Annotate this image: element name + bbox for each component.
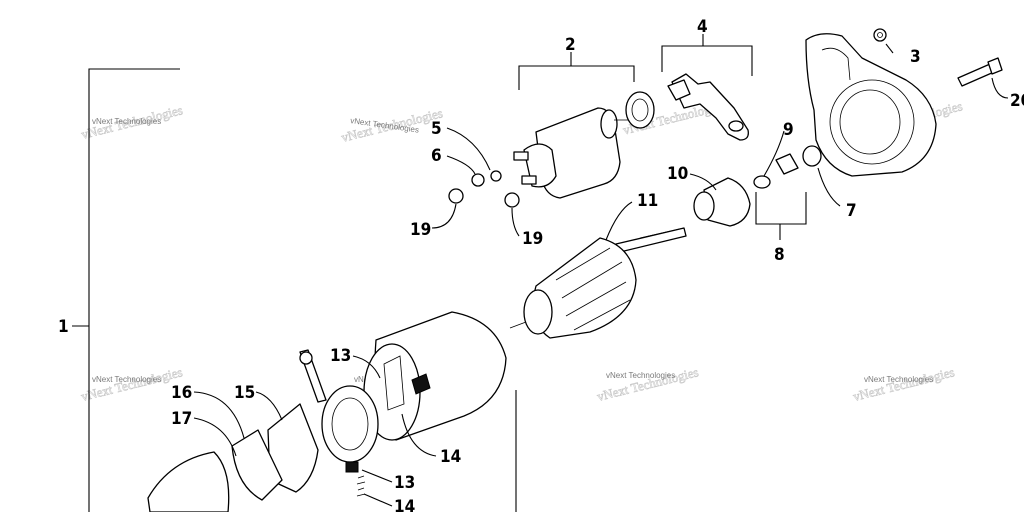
bracket-line [661, 45, 753, 76]
callout-6: 6 [431, 146, 442, 166]
washer [490, 170, 502, 182]
nut [448, 188, 464, 204]
drive-housing-part [805, 28, 1003, 177]
bushing [802, 145, 822, 167]
callout-4: 4 [697, 17, 708, 37]
bracket-line [88, 68, 180, 512]
leader-line [605, 201, 633, 241]
brush-spring [356, 475, 366, 497]
leader-line [991, 77, 1009, 99]
shaft-body [615, 227, 687, 253]
callout-9: 9 [783, 120, 794, 140]
leader-line [363, 493, 393, 507]
brush-holder [267, 403, 319, 493]
commutator [523, 289, 553, 335]
callout-7: 7 [846, 201, 857, 221]
assembly-bracket [72, 68, 517, 512]
callout-16: 16 [171, 383, 192, 403]
bracket-line [518, 65, 635, 90]
callout-5: 5 [431, 119, 442, 139]
leader-lines [193, 43, 1009, 507]
callout-2: 2 [565, 35, 576, 55]
callout-3: 3 [910, 47, 921, 67]
terminal-post [513, 151, 529, 161]
plunger-boot [625, 91, 655, 129]
callout-10: 10 [667, 164, 688, 184]
leader-line [763, 130, 785, 177]
callout-14: 14 [440, 447, 461, 467]
callout-13: 13 [394, 473, 415, 493]
brush-holder-group [147, 349, 379, 512]
callout-14: 14 [394, 497, 415, 512]
housing-rib [821, 47, 851, 81]
watermark-text: vNext Technologies [864, 375, 933, 384]
watermark-text: vNext Technologies [92, 117, 161, 126]
leader-line [361, 469, 393, 483]
callout-19: 19 [522, 229, 543, 249]
leader-line [446, 155, 476, 175]
armature-windings [555, 247, 631, 331]
leader-line [431, 203, 457, 229]
watermark-shadow: vNext Technologies [851, 364, 955, 404]
bracket-line [755, 192, 807, 225]
brush-plate [321, 385, 379, 463]
commutator-end-frame [147, 451, 230, 512]
watermark-shadow: vNext Technologies [79, 364, 183, 404]
end-plate [231, 429, 283, 501]
lever-fork [667, 79, 691, 101]
shaft-tip [509, 321, 527, 329]
snap-ring [775, 153, 799, 175]
housing-bore-inner [839, 89, 901, 155]
stop-ring [753, 175, 771, 189]
pinion-gear [693, 191, 715, 221]
leader-line [885, 43, 894, 54]
leader-line [446, 127, 491, 171]
lever-pivot [728, 120, 744, 132]
callout-17: 17 [171, 409, 192, 429]
callout-20: 20 [1010, 91, 1024, 111]
nut-hole [877, 32, 883, 38]
callout-15: 15 [234, 383, 255, 403]
brush [345, 461, 359, 473]
brush-plate-inner [331, 397, 369, 451]
field-brush [411, 373, 431, 395]
plunger-boot-inner [631, 98, 649, 122]
terminal-post [521, 175, 537, 185]
callout-11: 11 [637, 191, 658, 211]
nut [504, 192, 520, 208]
callout-8: 8 [774, 245, 785, 265]
field-frame-part [363, 311, 507, 441]
callout-19: 19 [410, 220, 431, 240]
leader-line [689, 173, 717, 191]
through-bolt [957, 63, 995, 87]
drive-housing [805, 33, 937, 177]
watermark-text: vNext Technologies [606, 371, 675, 380]
leader-line [401, 413, 437, 457]
callout-labels: 1 2 3 4 5 6 7 8 9 10 11 13 13 14 14 15 1… [58, 17, 1024, 512]
nut [873, 28, 887, 42]
solenoid-end [600, 109, 618, 139]
callout-1: 1 [58, 317, 69, 337]
field-pole [383, 355, 405, 411]
callout-13: 13 [330, 346, 351, 366]
pinion-clutch-group [693, 145, 822, 240]
leader-line [511, 207, 520, 237]
leader-line [255, 391, 283, 421]
leader-line [817, 167, 841, 207]
hardware-group [448, 170, 520, 208]
solenoid-part [513, 52, 655, 199]
shift-lever-part [661, 34, 753, 141]
lead-eyelet [299, 351, 313, 365]
washer [471, 173, 485, 187]
leader-line [193, 391, 245, 439]
armature-part [509, 227, 687, 339]
watermark-text: vNext Technologies [92, 375, 161, 384]
leader-line [193, 417, 237, 457]
housing-bore [829, 79, 915, 165]
leader-line [352, 355, 381, 379]
bolt-head [987, 57, 1003, 75]
